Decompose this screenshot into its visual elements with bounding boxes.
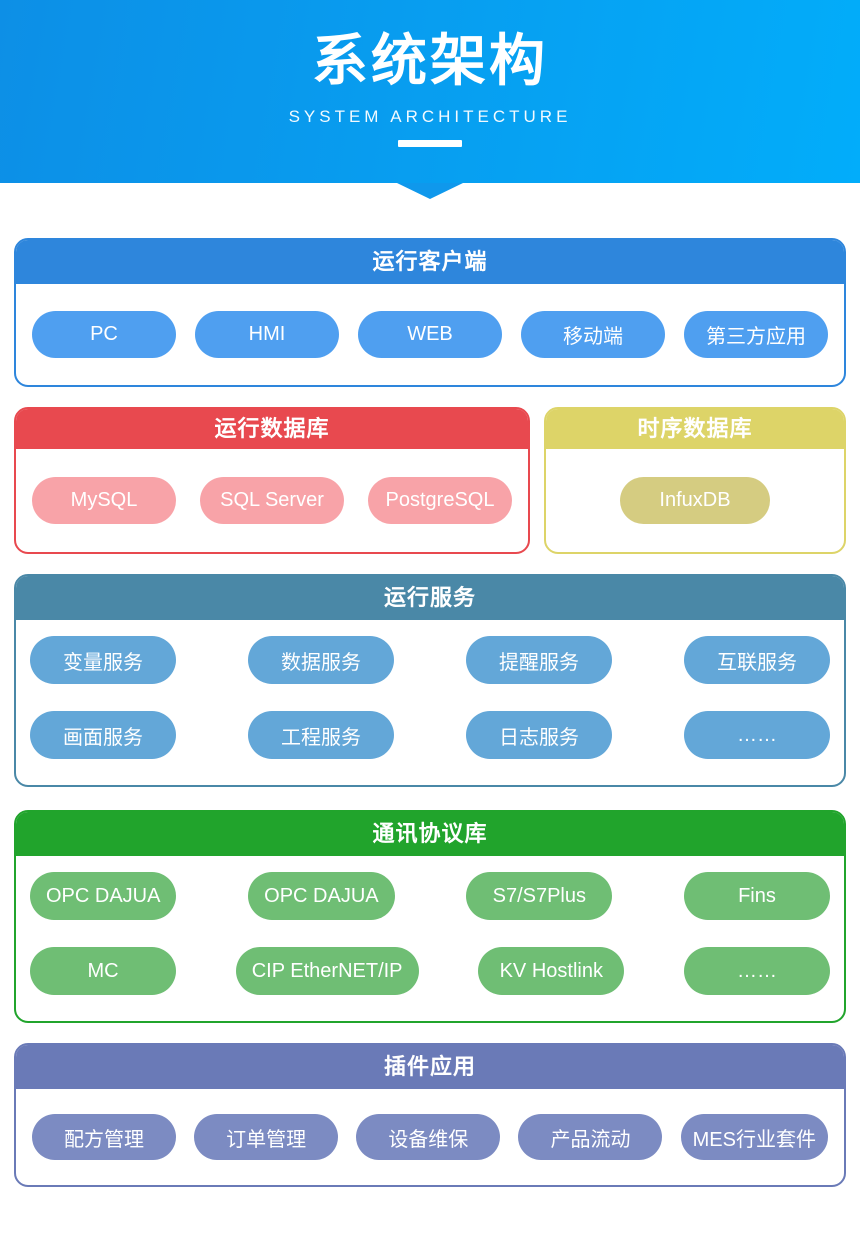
section-clients: 运行客户端 PC HMI WEB 移动端第三方应用 xyxy=(14,238,846,387)
section-services-title: 运行服务 xyxy=(16,576,844,620)
section-protocols: 通讯协议库 OPC DAJUA OPC DAJUA S7/S7Plus Fins MC… xyxy=(14,810,846,1023)
pill: 配方管理 xyxy=(32,1114,176,1160)
pill: 工程服务 xyxy=(248,711,394,759)
section-services: 运行服务 变量服务 数据服务 提醒服务 互联服务 画面服务 工程服务 日志服务 …… xyxy=(14,574,846,787)
pill: 移动端 xyxy=(521,311,665,358)
header-pointer-triangle xyxy=(397,183,463,199)
pill: 日志服务 xyxy=(466,711,612,759)
pill: MES行业套件 xyxy=(680,1114,828,1160)
section-clients-title: 运行客户端 xyxy=(16,240,844,284)
architecture-diagram: 运行客户端 PC HMI WEB 移动端第三方应用 运行数据库 MySQL SQL Se… xyxy=(0,238,860,1187)
pill: 第三方应用 xyxy=(684,311,828,358)
section-runtime-db: 运行数据库 MySQL SQL Server PostgreSQL xyxy=(14,407,530,554)
pill: …… xyxy=(684,947,830,995)
pill: PC xyxy=(32,311,176,358)
section-timeseries-db-body: InfuxDB xyxy=(546,449,844,552)
page-title: 系统架构 xyxy=(312,29,548,92)
section-runtime-db-body: MySQL SQL Server PostgreSQL xyxy=(16,449,528,552)
page-subtitle: SYSTEM ARCHITECTURE xyxy=(288,106,572,126)
pill: 产品流动 xyxy=(518,1114,663,1160)
pill: 画面服务 xyxy=(30,711,176,759)
section-runtime-db-title: 运行数据库 xyxy=(16,409,528,449)
pill: KV Hostlink xyxy=(478,947,625,995)
pill: 变量服务 xyxy=(30,636,176,684)
section-protocols-title: 通讯协议库 xyxy=(16,812,844,856)
pill: WEB xyxy=(358,311,502,358)
pill: OPC DAJUA xyxy=(248,872,395,920)
section-protocols-body: OPC DAJUA OPC DAJUA S7/S7Plus Fins MC CIP Et… xyxy=(16,856,844,1021)
pill: …… xyxy=(684,711,830,759)
protocols-row-2: MC CIP EtherNET/IP KV Hostlink …… xyxy=(30,947,830,995)
section-timeseries-db: 时序数据库 InfuxDB xyxy=(544,407,846,554)
pill: 提醒服务 xyxy=(466,636,612,684)
pill: CIP EtherNET/IP xyxy=(235,947,419,995)
section-services-body: 变量服务 数据服务 提醒服务 互联服务 画面服务 工程服务 日志服务 …… xyxy=(16,620,844,785)
protocols-row-1: OPC DAJUA OPC DAJUA S7/S7Plus Fins xyxy=(30,872,830,920)
section-plugins-title: 插件应用 xyxy=(16,1045,844,1089)
page-header: 系统架构 SYSTEM ARCHITECTURE xyxy=(0,0,860,199)
services-row-2: 画面服务 工程服务 日志服务 …… xyxy=(30,711,830,759)
pill: SQL Server xyxy=(200,477,344,524)
title-underline xyxy=(398,139,462,147)
section-plugins-body: 配方管理订单管理设备维保产品流动 MES行业套件 xyxy=(16,1089,844,1185)
database-row: 运行数据库 MySQL SQL Server PostgreSQL 时序数据库 In… xyxy=(14,407,846,554)
section-plugins: 插件应用 配方管理订单管理设备维保产品流动 MES行业套件 xyxy=(14,1043,846,1187)
pill: MySQL xyxy=(32,477,176,524)
pill: 数据服务 xyxy=(248,636,394,684)
section-clients-body: PC HMI WEB 移动端第三方应用 xyxy=(16,284,844,385)
pill: 设备维保 xyxy=(356,1114,501,1160)
pill: InfuxDB xyxy=(620,477,770,524)
pill: OPC DAJUA xyxy=(30,872,177,920)
pill: Fins xyxy=(684,872,830,920)
pill: MC xyxy=(30,947,176,995)
pill: 订单管理 xyxy=(194,1114,339,1160)
pill: PostgreSQL xyxy=(368,477,512,524)
services-row-1: 变量服务 数据服务 提醒服务 互联服务 xyxy=(30,636,830,684)
pill: HMI xyxy=(195,311,339,358)
pill: 互联服务 xyxy=(684,636,830,684)
section-timeseries-db-title: 时序数据库 xyxy=(546,409,844,449)
pill: S7/S7Plus xyxy=(466,872,613,920)
